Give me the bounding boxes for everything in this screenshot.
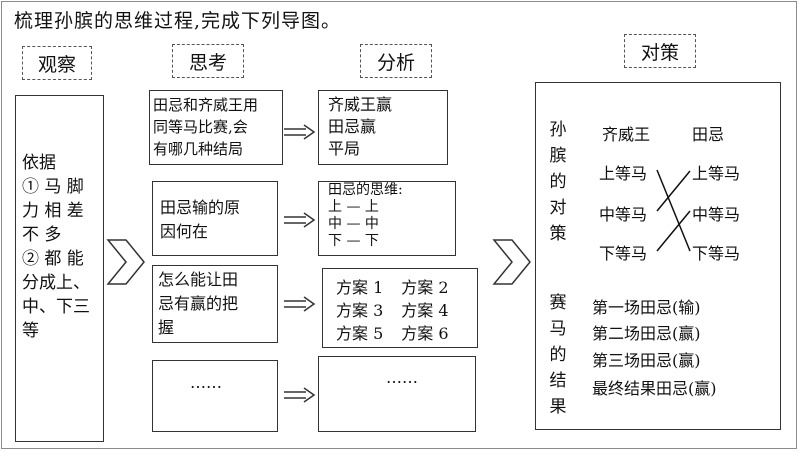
think-line: 田忌和齐威王用 <box>153 96 259 114</box>
observe-text: 依据 ① 马 脚 力 相 差 不 多 ② 都 能 分成上、 中、下三 等 <box>22 151 90 343</box>
analyze-line: 田忌赢 <box>328 117 377 136</box>
think-line: 忌有赢的把 <box>158 294 239 313</box>
result-line: 第二场田忌(赢) <box>592 324 701 343</box>
double-arrow-icon <box>284 296 316 312</box>
plan-label: 方案 2 <box>401 278 449 297</box>
plan-label: 方案 4 <box>401 301 449 320</box>
tian-horse: 中等马 <box>692 205 741 224</box>
think-line: 怎么能让田 <box>158 270 239 289</box>
analyze-box-1-text: 齐威王赢 田忌赢 平局 <box>328 94 392 160</box>
tian-horse: 上等马 <box>692 164 741 183</box>
col-header-tian: 田忌 <box>692 125 725 144</box>
tian-horse: 下等马 <box>692 244 741 263</box>
analyze-line: 中 — 中 <box>328 216 379 232</box>
plan-label: 方案 3 <box>336 301 384 320</box>
observe-box <box>15 95 104 442</box>
think-box-2-text: 田忌输的原 因何在 <box>160 196 240 244</box>
analyze-box-4-text: …… <box>386 368 418 387</box>
header-strategy-label: 对策 <box>640 41 679 64</box>
think-box-4 <box>152 360 278 432</box>
think-box-4-text: …… <box>190 373 222 392</box>
observe-line: 等 <box>22 321 39 341</box>
observe-line: 分成上、 <box>22 273 90 293</box>
strategy-vertical-label: 孙膑的对策 <box>549 120 567 244</box>
qi-horse: 上等马 <box>599 164 648 183</box>
analyze-line: 下 — 下 <box>328 233 379 249</box>
analyze-box-3-grid: 方案 1 方案 2 方案 3 方案 4 方案 5 方案 6 <box>336 276 449 345</box>
think-box-3-text: 怎么能让田 忌有赢的把 握 <box>158 268 238 340</box>
analyze-line: 齐威王赢 <box>328 95 393 114</box>
plan-row: 方案 1 方案 2 <box>336 276 449 299</box>
think-line: 同等马比赛,会 <box>153 118 248 136</box>
match-line <box>656 170 691 212</box>
plan-label: 方案 1 <box>336 278 384 297</box>
analyze-box-3 <box>322 268 478 348</box>
analyze-line: 田忌的思维: <box>328 182 403 198</box>
col-header-qi: 齐威王 <box>602 125 651 144</box>
double-arrow-icon <box>284 212 316 228</box>
qi-horse: 中等马 <box>599 205 648 224</box>
analyze-line: 上 — 上 <box>328 199 379 215</box>
result-line: 第三场田忌(赢) <box>592 351 701 370</box>
result-vertical-label: 赛马的结果 <box>549 293 567 417</box>
match-line <box>656 169 691 252</box>
page-title: 梳理孙膑的思维过程,完成下列导图。 <box>14 10 342 32</box>
chevron-right-icon <box>492 239 531 285</box>
plan-row: 方案 5 方案 6 <box>336 322 449 345</box>
analyze-box-4 <box>318 356 476 432</box>
plan-row: 方案 3 方案 4 <box>336 299 449 322</box>
result-line: 第一场田忌(输) <box>592 298 701 317</box>
double-arrow-icon <box>284 387 316 403</box>
header-think: 思考 <box>172 44 244 78</box>
think-line: 有哪几种结局 <box>153 140 244 158</box>
think-box-2 <box>152 181 278 256</box>
think-line: 因何在 <box>160 222 209 241</box>
think-box-3 <box>152 265 278 343</box>
observe-line: ② 都 能 <box>22 249 84 269</box>
observe-line: 力 相 差 <box>22 201 84 221</box>
analyze-line: 平局 <box>328 139 361 158</box>
think-box-1-text: 田忌和齐威王用 同等马比赛,会 有哪几种结局 <box>153 94 258 160</box>
double-arrow-icon <box>284 124 316 140</box>
header-strategy: 对策 <box>624 34 696 68</box>
header-analyze-label: 分析 <box>376 51 415 74</box>
observe-line: ① 马 脚 <box>22 177 84 197</box>
header-think-label: 思考 <box>188 51 227 74</box>
observe-line: 不 多 <box>22 225 62 245</box>
observe-line: 依据 <box>22 153 56 173</box>
analyze-box-2 <box>318 181 456 256</box>
header-observe-label: 观察 <box>37 53 76 76</box>
strategy-box <box>535 82 781 430</box>
analyze-box-1 <box>318 90 448 165</box>
match-line <box>656 210 691 252</box>
think-line: 田忌输的原 <box>160 198 241 217</box>
think-line: 握 <box>158 318 175 337</box>
header-observe: 观察 <box>22 46 92 80</box>
plan-label: 方案 5 <box>336 324 384 343</box>
result-line: 最终结果田忌(赢) <box>592 379 717 398</box>
observe-line: 中、下三 <box>22 297 90 317</box>
think-box-1 <box>149 90 283 165</box>
chevron-right-icon <box>106 239 145 285</box>
analyze-box-2-text: 田忌的思维: 上 — 上 中 — 中 下 — 下 <box>328 182 403 250</box>
qi-horse: 下等马 <box>599 244 648 263</box>
header-analyze: 分析 <box>360 44 432 78</box>
plan-label: 方案 6 <box>401 324 449 343</box>
